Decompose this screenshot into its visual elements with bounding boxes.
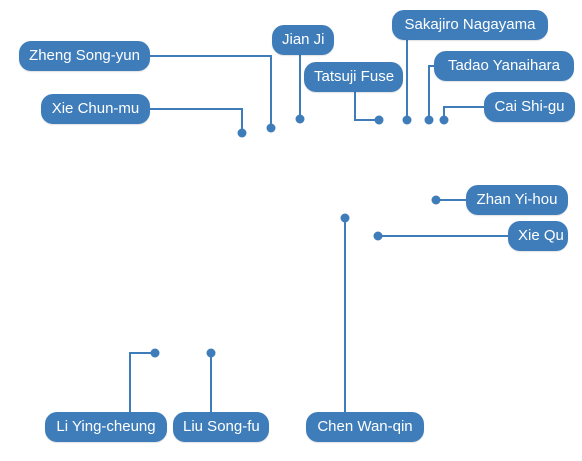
anchor-dot xyxy=(373,231,383,241)
anchor-dot xyxy=(439,115,449,125)
node-zheng-song-yun[interactable]: Zheng Song-yun xyxy=(19,41,150,71)
anchor-dot xyxy=(340,213,350,223)
node-tatsuji-fuse[interactable]: Tatsuji Fuse xyxy=(304,62,403,92)
connector-zheng-song-yun xyxy=(150,55,272,128)
anchor-dot xyxy=(206,348,216,358)
node-xie-qu[interactable]: Xie Qu xyxy=(508,221,568,251)
anchor-dot xyxy=(431,195,441,205)
anchor-dot xyxy=(374,115,384,125)
anchor-dot xyxy=(237,128,247,138)
connector-tatsuji-fuse xyxy=(354,92,379,121)
anchor-dot xyxy=(424,115,434,125)
node-tadao-yanaihara[interactable]: Tadao Yanaihara xyxy=(434,51,574,81)
anchor-dot xyxy=(295,114,305,124)
node-jian-ji[interactable]: Jian Ji xyxy=(272,25,334,55)
node-chen-wan-qin[interactable]: Chen Wan-qin xyxy=(306,412,424,442)
connector-li-ying-cheung xyxy=(129,352,155,412)
anchor-dot xyxy=(150,348,160,358)
node-xie-chun-mu[interactable]: Xie Chun-mu xyxy=(41,94,150,124)
node-li-ying-cheung[interactable]: Li Ying-cheung xyxy=(45,412,167,442)
connector-xie-chun-mu xyxy=(150,108,243,133)
connector-tadao-yanaihara xyxy=(428,65,434,120)
node-zhan-yi-hou[interactable]: Zhan Yi-hou xyxy=(466,185,568,215)
node-cai-shi-gu[interactable]: Cai Shi-gu xyxy=(484,92,575,122)
anchor-dot xyxy=(402,115,412,125)
anchor-dot xyxy=(266,123,276,133)
node-liu-song-fu[interactable]: Liu Song-fu xyxy=(173,412,269,442)
node-sakajiro-nagayama[interactable]: Sakajiro Nagayama xyxy=(392,10,548,40)
